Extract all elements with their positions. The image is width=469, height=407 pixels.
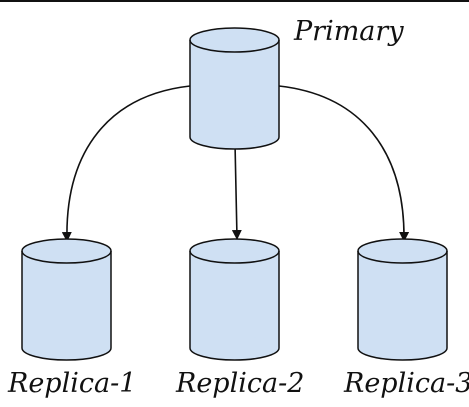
replica-3-label: Replica-3: [343, 368, 469, 399]
replica-3-database-icon: [357, 238, 448, 361]
replica-2-database-icon: [189, 238, 280, 361]
replica-2-label: Replica-2: [175, 368, 304, 399]
edge-primary-to-replica-1: [61, 85, 191, 242]
replica-1-database-icon: [21, 238, 112, 361]
top-border-rule: [0, 0, 469, 2]
edge-primary-to-replica-2: [231, 142, 242, 240]
primary-database-icon: [189, 27, 280, 150]
replica-1-label: Replica-1: [7, 368, 136, 399]
primary-label: Primary: [293, 16, 404, 47]
edge-primary-to-replica-3: [278, 85, 410, 242]
